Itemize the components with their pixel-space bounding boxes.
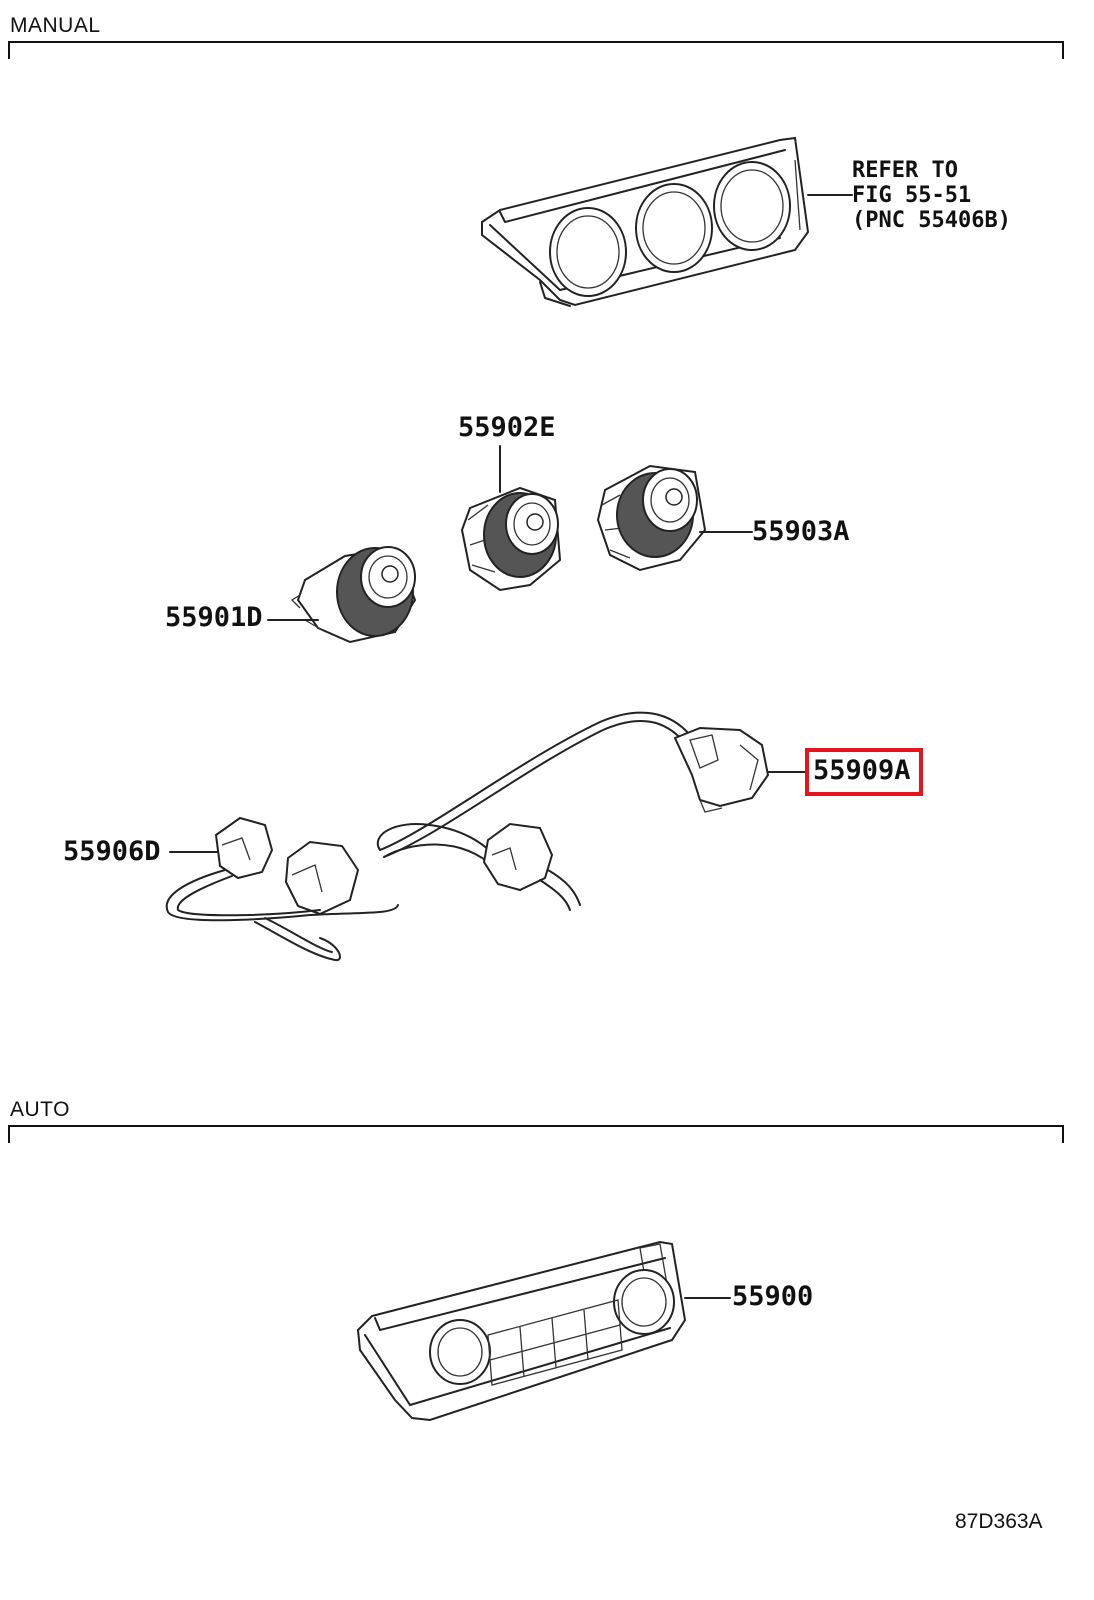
section-bracket-manual [8, 41, 1064, 59]
knob-55902e-illustration [460, 445, 562, 592]
diagram-code: 87D363A [955, 1510, 1043, 1533]
panel-manual-illustration [481, 136, 853, 307]
part-label-55903a[interactable]: 55903A [752, 516, 850, 547]
refer-line-1: REFER TO [852, 158, 958, 183]
part-label-55909a[interactable]: 55909A [813, 755, 911, 786]
refer-line-2: FIG 55-51 [852, 183, 972, 208]
panel-auto-illustration [356, 1240, 731, 1422]
highlight-box-55909a [805, 748, 923, 796]
part-label-55901d[interactable]: 55901D [165, 602, 263, 633]
refer-to-note: REFER TO FIG 55-51 (PNC 55406B) [852, 158, 1011, 233]
part-label-55900[interactable]: 55900 [732, 1281, 814, 1312]
section-bracket-auto [8, 1125, 1064, 1143]
refer-line-3: (PNC 55406B) [852, 208, 1011, 233]
wire-harness-illustration [165, 711, 807, 962]
knob-55901d-illustration [267, 546, 417, 644]
part-label-55902e[interactable]: 55902E [458, 412, 556, 443]
section-label-manual: MANUAL [10, 14, 101, 37]
knob-55903a-illustration [596, 464, 753, 572]
section-label-auto: AUTO [10, 1098, 70, 1121]
part-label-55906d[interactable]: 55906D [63, 836, 161, 867]
